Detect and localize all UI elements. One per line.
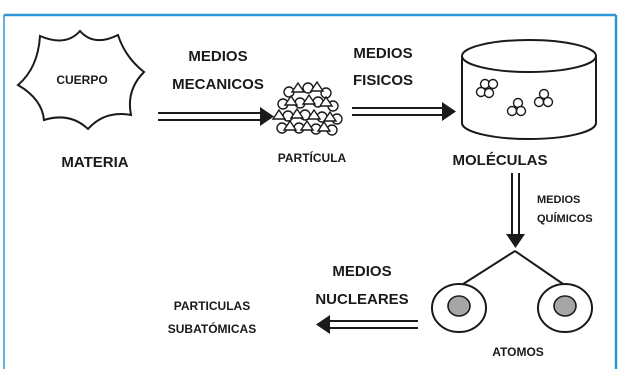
medios-quimicos-label-2: QUÍMICOS	[537, 212, 593, 225]
atomos-label: ATOMOS	[492, 345, 544, 359]
medios-nucleares-label-2: NUCLEARES	[315, 291, 408, 308]
medios-fisicos-arrow	[352, 102, 456, 121]
medios-quimicos-label-1: MEDIOS	[537, 194, 580, 206]
moleculas-label: MOLÉCULAS	[453, 152, 548, 169]
cuerpo-star-shape	[16, 29, 146, 131]
medios-mecanicos-label-1: MEDIOS	[188, 48, 247, 65]
diagram-frame	[3, 13, 618, 369]
medios-mecanicos-label-2: MECANICOS	[172, 76, 264, 93]
medios-fisicos-label-2: FISICOS	[353, 72, 413, 89]
medios-nucleares-arrow	[316, 315, 418, 334]
moleculas-cylinder-icon	[461, 39, 597, 140]
materia-label: MATERIA	[61, 154, 128, 171]
medios-mecanicos-arrow	[158, 107, 274, 126]
atomos-icon	[431, 250, 593, 333]
subatomicas-label-1: PARTICULAS	[174, 299, 250, 313]
medios-fisicos-label-1: MEDIOS	[353, 45, 412, 62]
subatomicas-label-2: SUBATÓMICAS	[168, 321, 256, 336]
atom-nucleus	[447, 295, 471, 317]
medios-nucleares-label-1: MEDIOS	[332, 263, 391, 280]
cuerpo-node: CUERPO	[16, 29, 146, 131]
cuerpo-label: CUERPO	[56, 73, 107, 87]
particula-label: PARTÍCULA	[278, 150, 347, 165]
medios-quimicos-arrow	[506, 173, 525, 248]
atom-nucleus	[553, 295, 577, 317]
particula-cluster-icon	[271, 80, 343, 136]
